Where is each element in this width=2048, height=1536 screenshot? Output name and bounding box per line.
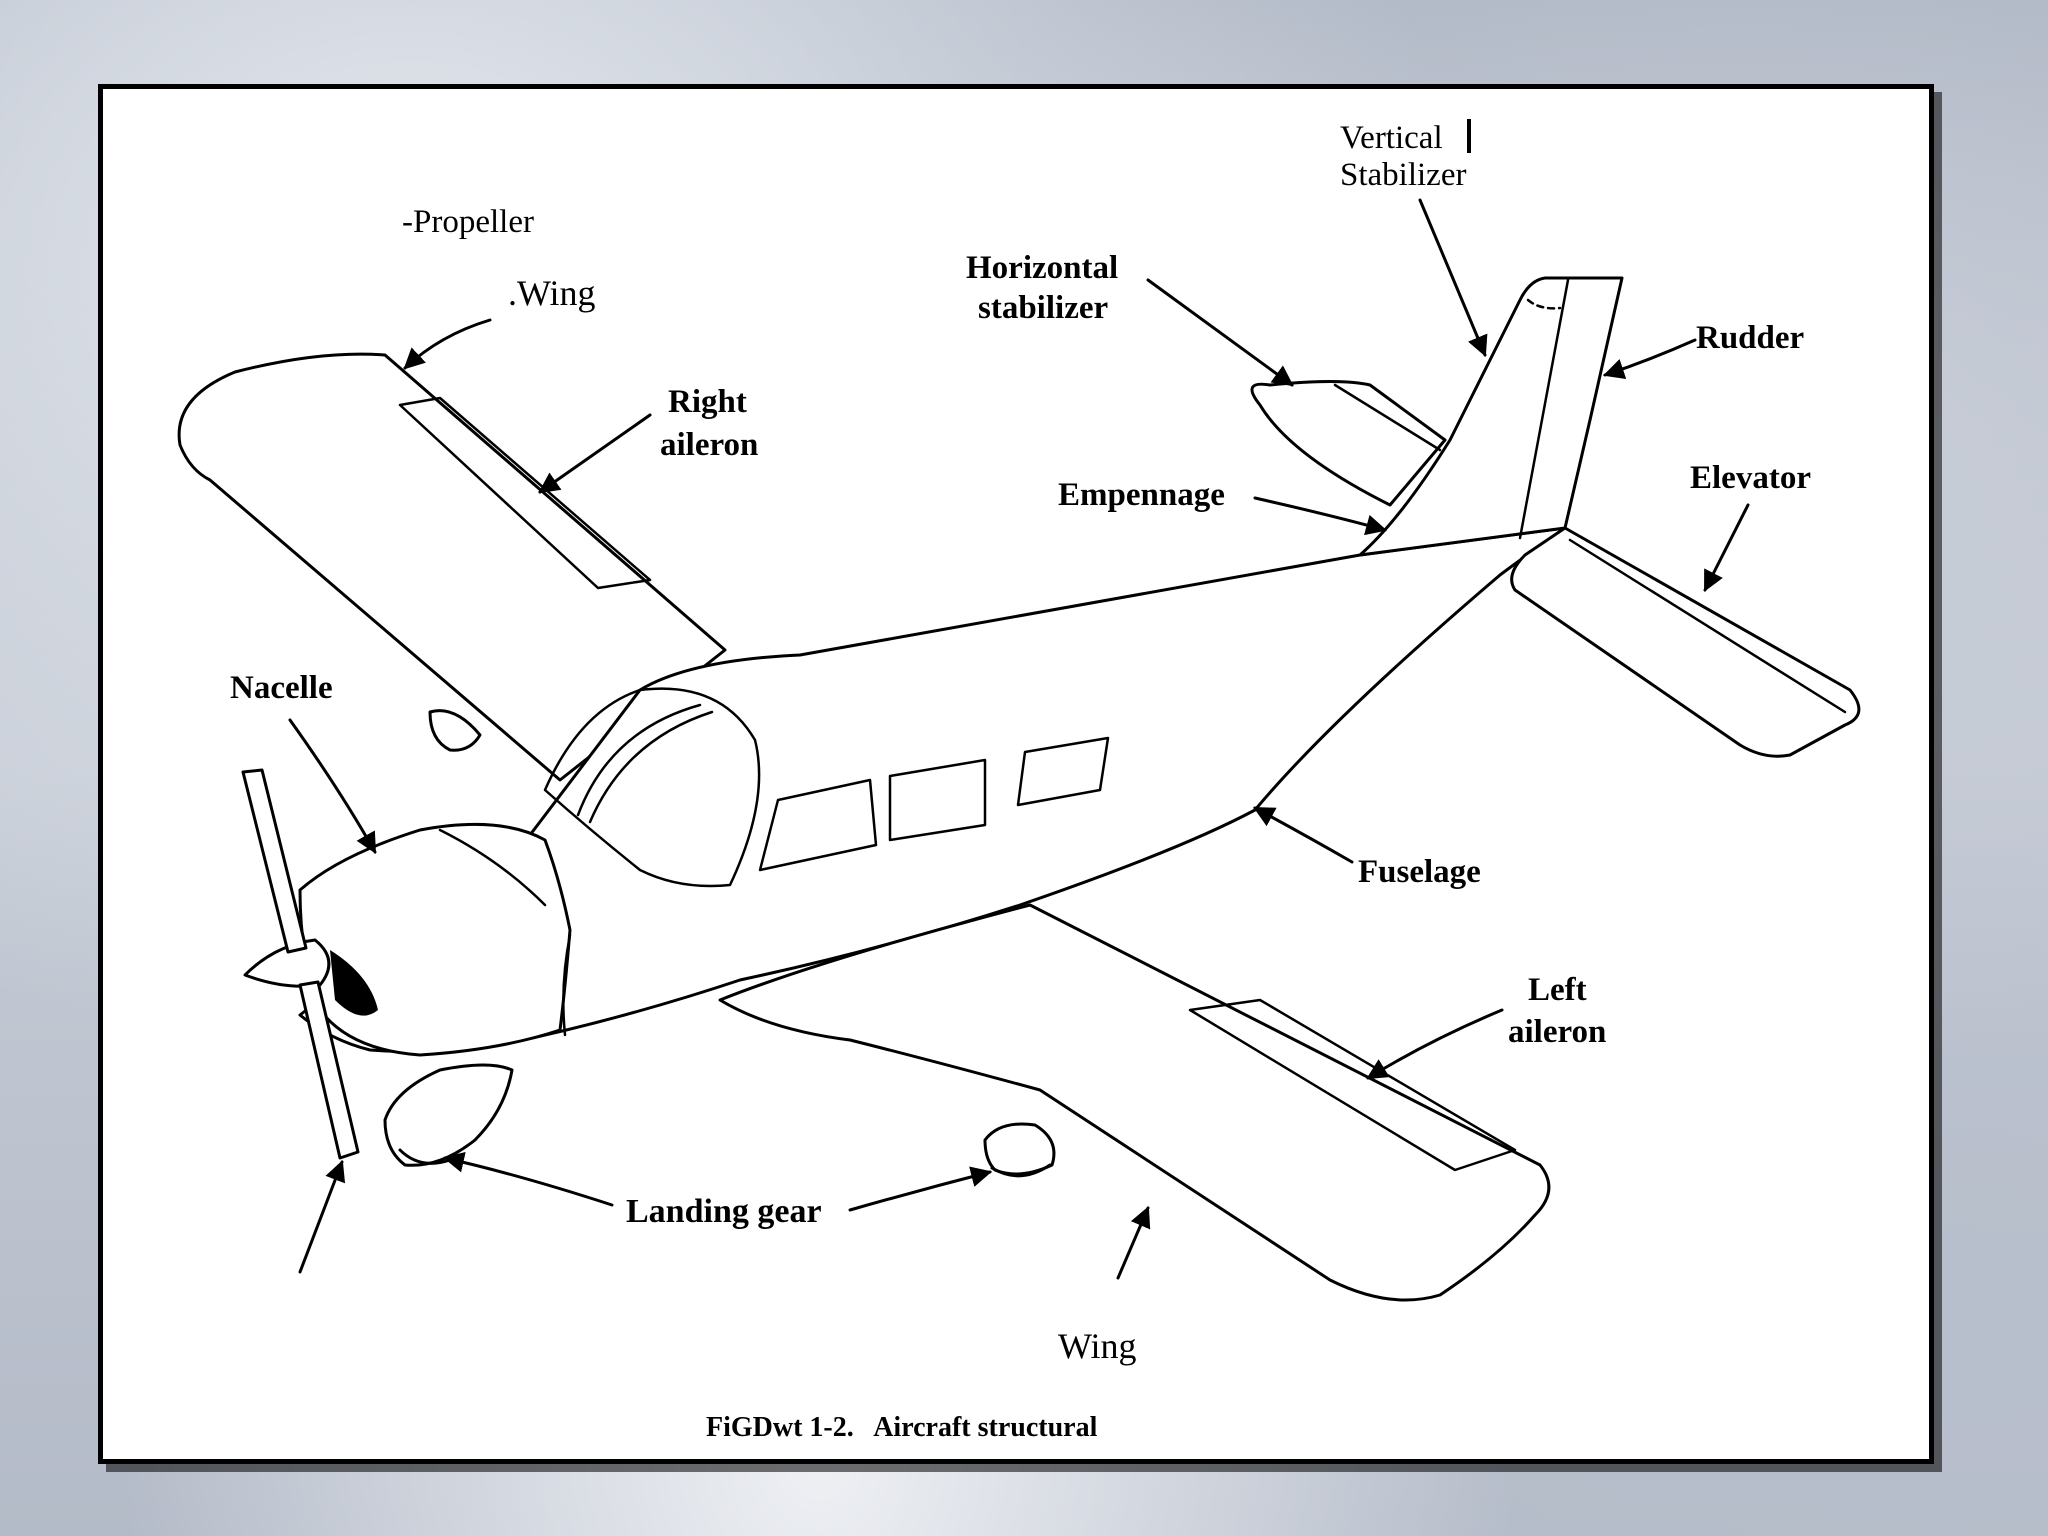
figure-caption: FiGDwt 1-2. Aircraft structural	[706, 1412, 1098, 1443]
left-wing-shape	[718, 903, 1551, 1302]
aircraft-drawing	[177, 276, 1861, 1302]
right-aileron-shape	[398, 396, 652, 590]
arrow-empennage	[1253, 496, 1388, 536]
arrow-vertical-stabilizer	[1418, 198, 1488, 357]
arrow-elevator	[1703, 503, 1750, 592]
label-fuselage: Fuselage	[1358, 854, 1481, 890]
arrow-wing-top	[403, 318, 492, 370]
right-wing-shape	[177, 352, 727, 782]
label-aileron-left: aileron	[1508, 1014, 1606, 1050]
label-wing-bottom: Wing	[1058, 1326, 1137, 1366]
arrow-right-aileron	[538, 413, 652, 494]
propeller-shape	[241, 768, 308, 954]
arrow-horizontal-stabilizer	[1146, 278, 1294, 387]
arrow-wing-bottom	[1116, 1206, 1151, 1280]
label-stabilizer-lc: stabilizer	[978, 290, 1108, 326]
label-nacelle: Nacelle	[230, 670, 333, 706]
arrow-fuselage	[1253, 806, 1354, 864]
label-aileron-right: aileron	[660, 427, 758, 463]
rudder-shape	[1518, 278, 1570, 540]
label-elevator: Elevator	[1690, 460, 1811, 496]
label-right: Right	[668, 384, 747, 420]
arrow-nacelle	[288, 718, 377, 854]
nose-gear-shape	[383, 1063, 514, 1167]
arrow-left-aileron	[1366, 1008, 1504, 1080]
label-horizontal: Horizontal	[966, 250, 1118, 286]
elevator-shape	[1510, 526, 1861, 758]
arrow-landing-gear-main	[848, 1166, 993, 1212]
label-vertical: Vertical	[1340, 120, 1443, 156]
arrow-rudder	[1603, 338, 1697, 379]
arrow-propeller	[298, 1160, 346, 1274]
label-rudder: Rudder	[1696, 320, 1804, 356]
label-wing-top: .Wing	[508, 273, 596, 313]
leader-arrows	[288, 198, 1750, 1280]
label-stabilizer: Stabilizer	[1340, 157, 1466, 193]
horizontal-stabilizer-shape	[1250, 380, 1447, 507]
label-propeller: -Propeller	[402, 204, 534, 240]
arrow-landing-gear-nose	[442, 1151, 614, 1207]
label-left: Left	[1528, 972, 1587, 1008]
label-landing-gear: Landing gear	[626, 1193, 822, 1230]
text-cursor-mark	[1467, 119, 1471, 153]
labels: Vertical Stabilizer -Propeller .Wing Hor…	[230, 119, 1811, 1443]
label-empennage: Empennage	[1058, 477, 1225, 513]
left-aileron-shape	[1188, 998, 1517, 1172]
